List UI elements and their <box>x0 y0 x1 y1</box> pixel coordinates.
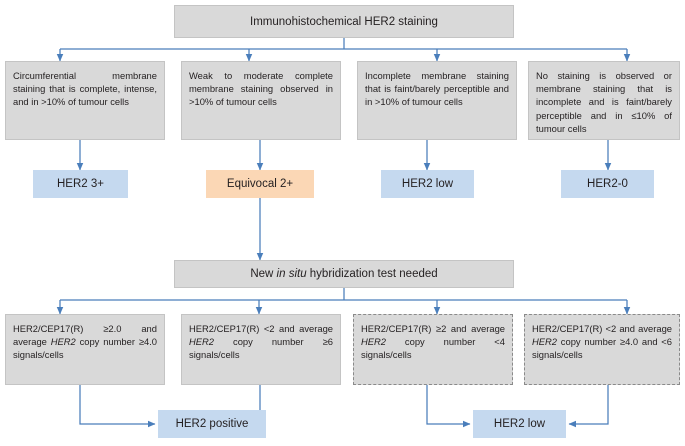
node-ish-test[interactable]: New in situ hybridization test needed <box>174 260 514 288</box>
node-ish-group1-italic: HER2 <box>50 336 76 348</box>
node-ish-group2-prefix: HER2/CEP17(R) <2 and average <box>189 323 333 334</box>
node-root-ihc-staining[interactable]: Immunohistochemical HER2 staining <box>174 5 514 38</box>
node-ihc-0-criteria[interactable]: No staining is observed or membrane stai… <box>528 61 680 140</box>
node-result-her2-0[interactable]: HER2-0 <box>561 170 654 198</box>
node-ihc-0-criteria-label: No staining is observed or membrane stai… <box>536 70 672 134</box>
node-ish-group4-suffix: copy number ≥4.0 and <6 signals/cells <box>532 336 672 361</box>
node-terminal-her2-positive[interactable]: HER2 positive <box>158 410 266 438</box>
node-result-her2-3plus[interactable]: HER2 3+ <box>33 170 128 198</box>
node-result-her2-0-label: HER2-0 <box>587 178 628 190</box>
node-ish-group3[interactable]: HER2/CEP17(R) ≥2 and average HER2 copy n… <box>353 314 513 385</box>
node-ish-group2[interactable]: HER2/CEP17(R) <2 and average HER2 copy n… <box>181 314 341 385</box>
node-ish-group4-label: HER2/CEP17(R) <2 and average HER2 copy n… <box>532 323 672 360</box>
node-ish-test-label: New in situ hybridization test needed <box>250 268 437 280</box>
node-result-equivocal-2plus[interactable]: Equivocal 2+ <box>206 170 314 198</box>
node-ish-test-label-pre: New <box>250 268 277 280</box>
node-ish-group4-italic: HER2 <box>532 336 558 348</box>
node-ish-group4-prefix: HER2/CEP17(R) <2 and average <box>532 323 672 334</box>
node-terminal-her2-positive-label: HER2 positive <box>175 418 249 430</box>
node-ish-group4[interactable]: HER2/CEP17(R) <2 and average HER2 copy n… <box>524 314 680 385</box>
node-terminal-her2-low[interactable]: HER2 low <box>473 410 566 438</box>
node-ish-group3-label: HER2/CEP17(R) ≥2 and average HER2 copy n… <box>361 323 505 360</box>
node-ish-group1-prefix: HER2/CEP17(R) ≥2.0 and average <box>13 323 157 348</box>
node-ish-group3-suffix: copy number <4 signals/cells <box>361 336 505 361</box>
node-ihc-1plus-criteria-label: Incomplete membrane staining that is fai… <box>365 70 509 108</box>
node-result-equivocal-2plus-label: Equivocal 2+ <box>226 178 294 190</box>
node-result-her2-3plus-label: HER2 3+ <box>57 178 104 190</box>
node-ish-group2-italic: HER2 <box>189 336 215 348</box>
node-ihc-2plus-criteria[interactable]: Weak to moderate complete membrane stain… <box>181 61 341 140</box>
node-ish-group3-prefix: HER2/CEP17(R) ≥2 and average <box>361 323 505 334</box>
node-terminal-her2-low-label: HER2 low <box>493 418 546 430</box>
node-ish-group2-label: HER2/CEP17(R) <2 and average HER2 copy n… <box>189 323 333 360</box>
node-result-her2-low[interactable]: HER2 low <box>381 170 474 198</box>
node-ish-group3-italic: HER2 <box>361 336 387 348</box>
node-ish-test-label-italic: in situ <box>276 268 307 280</box>
node-ish-test-label-post: hybridization test needed <box>306 268 438 280</box>
node-ish-group2-suffix: copy number ≥6 signals/cells <box>189 336 333 361</box>
node-root-label: Immunohistochemical HER2 staining <box>250 15 438 28</box>
node-ihc-3plus-criteria-label: Circumferential membrane staining that i… <box>13 70 157 108</box>
node-ish-group1-suffix: copy number ≥4.0 signals/cells <box>13 336 157 361</box>
node-ish-group1[interactable]: HER2/CEP17(R) ≥2.0 and average HER2 copy… <box>5 314 165 385</box>
node-result-her2-low-label: HER2 low <box>401 178 454 190</box>
node-ihc-1plus-criteria[interactable]: Incomplete membrane staining that is fai… <box>357 61 517 140</box>
node-ihc-3plus-criteria[interactable]: Circumferential membrane staining that i… <box>5 61 165 140</box>
node-ihc-2plus-criteria-label: Weak to moderate complete membrane stain… <box>189 70 333 108</box>
node-ish-group1-label: HER2/CEP17(R) ≥2.0 and average HER2 copy… <box>13 323 157 360</box>
